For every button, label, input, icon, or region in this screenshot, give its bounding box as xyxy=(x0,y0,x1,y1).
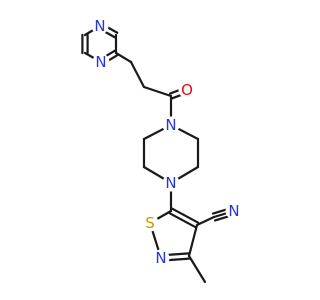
atom-background xyxy=(141,214,159,232)
atom-background xyxy=(152,249,170,267)
atom-label-pz-n-top: N xyxy=(94,17,105,35)
atom-label-isothiazole-s: S xyxy=(145,214,155,232)
single-bond xyxy=(129,60,146,89)
atom-background xyxy=(162,174,180,192)
atom-background xyxy=(178,81,196,99)
atom-label-isothiazole-n: N xyxy=(155,249,166,267)
single-bond xyxy=(187,223,199,258)
single-bond xyxy=(187,254,207,284)
single-bond xyxy=(195,215,216,227)
double-bond xyxy=(171,207,200,224)
atom-label-pz-n-bottom: N xyxy=(95,53,106,71)
atom-background xyxy=(91,17,109,35)
atom-background xyxy=(225,202,243,220)
atom-background xyxy=(92,53,110,71)
double-bond xyxy=(168,212,197,229)
single-bond xyxy=(114,51,133,64)
atom-label-pip-n-bottom: N xyxy=(165,174,176,192)
atom-label-carbonyl-o: O xyxy=(181,81,193,99)
atom-background xyxy=(162,116,180,134)
atom-label-nitrile-n: N xyxy=(228,202,239,220)
single-bond xyxy=(142,85,173,98)
atom-label-pip-n-top: N xyxy=(165,116,176,134)
